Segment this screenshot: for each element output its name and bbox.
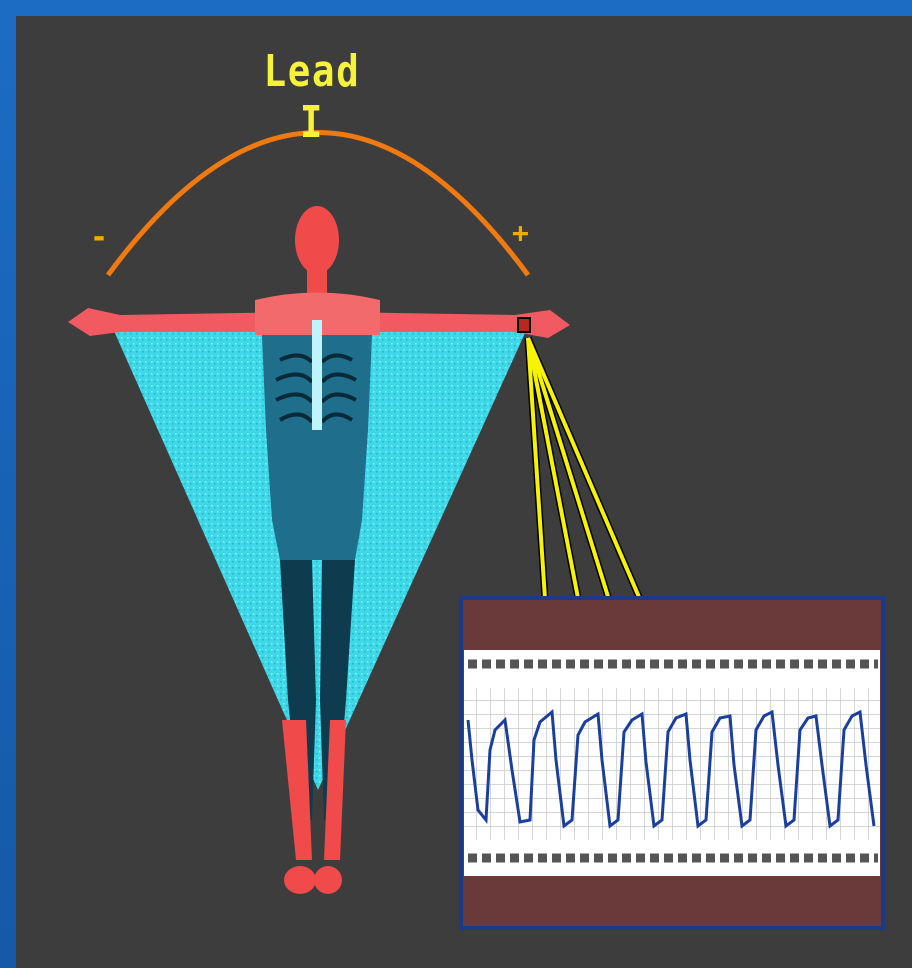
- diagram-title: Lead I: [244, 46, 380, 148]
- negative-pole-label: -: [90, 220, 108, 255]
- positive-pole-label: +: [512, 216, 529, 249]
- ecg-strip: [461, 598, 883, 928]
